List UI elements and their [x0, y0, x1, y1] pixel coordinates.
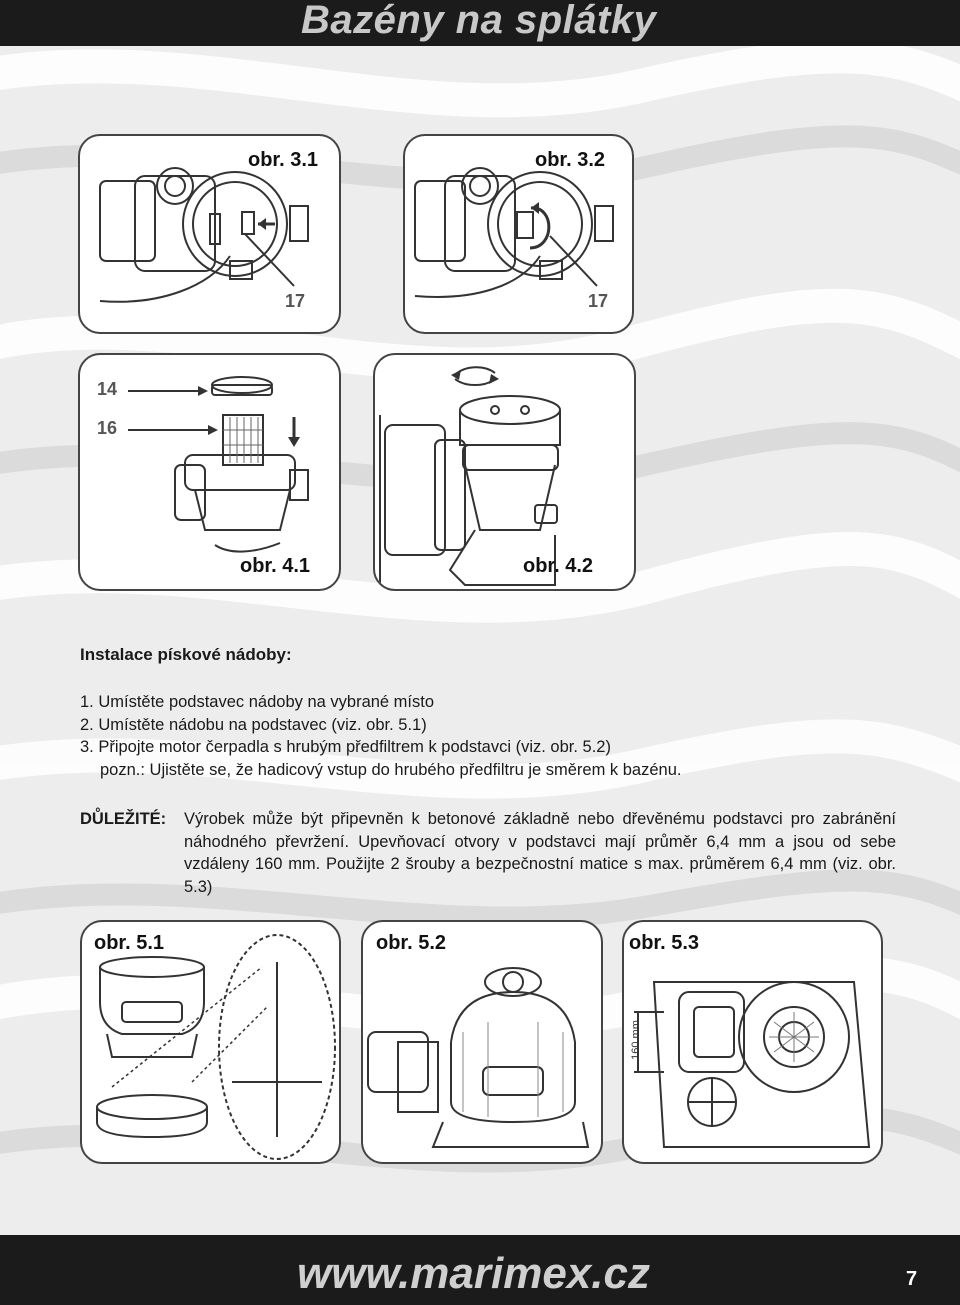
figure-label: obr. 4.1 — [240, 555, 311, 577]
step-item: 2. Umístěte nádobu na podstavec (viz. ob… — [80, 715, 427, 734]
callout-number: 17 — [588, 291, 609, 311]
dimension-label: 160 mm — [629, 1020, 642, 1060]
figure-5-3-panel: obr. 5.3 160 mm — [622, 920, 883, 1164]
figure-label: obr. 3.2 — [535, 149, 606, 171]
important-label: DŮLEŽITÉ: — [80, 810, 167, 828]
header-bar — [0, 0, 960, 46]
figure-3-1-panel: obr. 3.1 17 — [78, 134, 341, 334]
figure-label: obr. 4.2 — [523, 555, 594, 577]
figure-3-2-panel: obr. 3.2 17 — [403, 134, 634, 334]
figure-4-1-panel: 14 16 obr. 4.1 — [78, 353, 341, 591]
base-mounting-diagram — [634, 981, 871, 1148]
prefilter-basket-diagram — [128, 376, 309, 553]
figure-5-2-panel: obr. 5.2 — [361, 920, 603, 1164]
footer-url: www.marimex.cz — [297, 1249, 650, 1298]
callout-number: 14 — [97, 379, 118, 399]
pump-diagram-3-2 — [414, 167, 614, 298]
figure-label: obr. 3.1 — [248, 149, 319, 171]
step-item: 3. Připojte motor čerpadla s hrubým před… — [80, 738, 611, 756]
section-title: Instalace pískové nádoby: — [80, 645, 292, 664]
figure-label: obr. 5.3 — [629, 932, 700, 954]
callout-number: 17 — [285, 291, 306, 311]
important-text: Výrobek může být připevněn k betonové zá… — [184, 810, 896, 896]
pump-diagram-3-1 — [99, 167, 309, 303]
figure-5-1-panel: obr. 5.1 — [80, 920, 341, 1164]
figure-label: obr. 5.2 — [376, 932, 447, 954]
instruction-steps: 1. Umístěte podstavec nádoby na vybrané … — [80, 691, 681, 781]
pump-lid-diagram — [379, 366, 561, 589]
callout-number: 16 — [97, 418, 118, 438]
page-number: 7 — [906, 1268, 918, 1290]
page-title: Bazény na splátky — [301, 0, 657, 42]
figure-4-2-panel: obr. 4.2 — [373, 353, 636, 591]
tank-with-pump-diagram — [367, 967, 590, 1148]
note-text: pozn.: Ujistěte se, že hadicový vstup do… — [100, 760, 682, 779]
footer-bar — [0, 1235, 960, 1305]
sand-tank-diagram — [96, 934, 336, 1160]
figure-label: obr. 5.1 — [94, 932, 165, 954]
step-item: 1. Umístěte podstavec nádoby na vybrané … — [80, 693, 435, 711]
